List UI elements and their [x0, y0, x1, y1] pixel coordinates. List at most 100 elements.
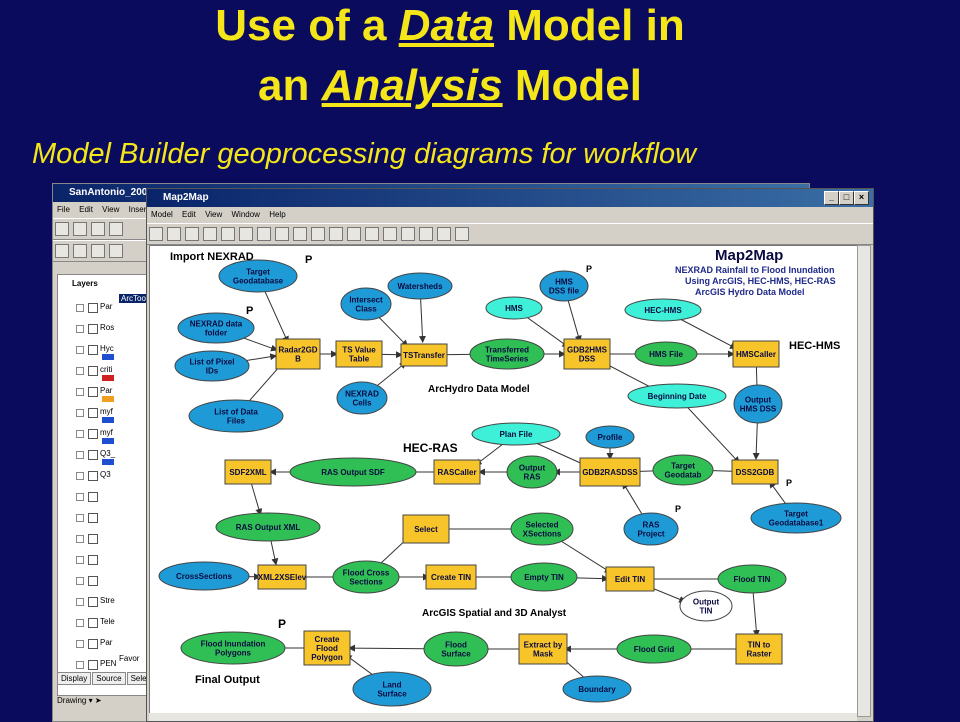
open-icon[interactable] — [73, 222, 87, 236]
toc-layer-item[interactable] — [58, 571, 146, 592]
overview-icon[interactable] — [401, 227, 415, 241]
node-hmscaller[interactable]: HMSCaller — [732, 340, 780, 368]
drawing-menu[interactable]: Drawing — [57, 696, 87, 705]
vertical-scrollbar[interactable] — [857, 245, 871, 717]
layer-checkbox[interactable] — [88, 617, 98, 628]
node-crosssections[interactable]: CrossSections — [158, 561, 250, 591]
menu-window[interactable]: Window — [231, 210, 260, 219]
toc-layer-item[interactable]: Stre — [58, 592, 146, 613]
menu-help[interactable]: Help — [269, 210, 286, 219]
fixed-zoom-icon[interactable] — [91, 244, 105, 258]
close-button[interactable]: × — [854, 191, 869, 205]
toc-layer-item[interactable]: Ros — [58, 319, 146, 340]
node-flood-grid[interactable]: Flood Grid — [616, 634, 692, 664]
layer-checkbox[interactable] — [88, 638, 98, 649]
layer-checkbox[interactable] — [88, 575, 98, 586]
expand-icon[interactable] — [76, 492, 84, 501]
maximize-button[interactable]: □ — [839, 191, 854, 205]
toc-layer-item[interactable]: criti — [58, 361, 146, 382]
layer-checkbox[interactable] — [88, 323, 98, 334]
toc-layer-item[interactable] — [58, 529, 146, 550]
select-arrow-icon[interactable]: ➤ — [94, 696, 102, 705]
layer-checkbox[interactable] — [88, 344, 98, 355]
horizontal-scrollbar[interactable] — [149, 713, 857, 721]
expand-icon[interactable] — [76, 660, 84, 669]
expand-icon[interactable] — [76, 450, 84, 459]
expand-icon[interactable] — [76, 429, 84, 438]
node-ras-output-xml[interactable]: RAS Output XML — [215, 512, 321, 542]
node-tstransfer[interactable]: TSTransfer — [400, 343, 448, 367]
menu-edit[interactable]: Edit — [79, 205, 93, 214]
expand-icon[interactable] — [76, 303, 84, 312]
node-sdf2xml[interactable]: SDF2XML — [224, 459, 272, 485]
save-icon[interactable] — [91, 222, 105, 236]
node-create-tin[interactable]: Create TIN — [425, 564, 477, 590]
node-boundary[interactable]: Boundary — [562, 675, 632, 703]
zoom-in-icon[interactable] — [347, 227, 361, 241]
expand-icon[interactable] — [76, 345, 84, 354]
toc-layer-item[interactable] — [58, 508, 146, 529]
node-hms-file[interactable]: HMS File — [634, 341, 698, 367]
layer-checkbox[interactable] — [88, 449, 98, 460]
expand-icon[interactable] — [76, 639, 84, 648]
menu-view[interactable]: View — [102, 205, 120, 214]
pan-icon[interactable] — [365, 227, 379, 241]
toc-layer-item[interactable]: myf — [58, 403, 146, 424]
toc-layer-item[interactable]: Q3_ — [58, 445, 146, 466]
tab-display[interactable]: Display — [57, 672, 92, 685]
node-watersheds[interactable]: Watersheds — [387, 272, 453, 300]
paste-icon[interactable] — [221, 227, 235, 241]
layer-checkbox[interactable] — [88, 470, 98, 481]
cut-icon[interactable] — [185, 227, 199, 241]
expand-icon[interactable] — [76, 471, 84, 480]
toc-layer-item[interactable]: Hyc — [58, 340, 146, 361]
node-rascaller[interactable]: RASCaller — [433, 459, 481, 485]
new-icon[interactable] — [55, 222, 69, 236]
grid-icon[interactable] — [293, 227, 307, 241]
print-icon[interactable] — [109, 222, 123, 236]
node-xml2xselev[interactable]: XML2XSElev — [257, 564, 307, 590]
toc-layer-item[interactable]: Q3 — [58, 466, 146, 487]
favorites-tab[interactable]: Favor — [119, 654, 140, 663]
expand-icon[interactable] — [76, 597, 84, 606]
expand-icon[interactable] — [76, 618, 84, 627]
node-ras-output-sdf[interactable]: RAS Output SDF — [289, 457, 417, 487]
layer-checkbox[interactable] — [88, 596, 98, 607]
node-beginning-date[interactable]: Beginning Date — [627, 383, 727, 409]
expand-icon[interactable] — [76, 555, 84, 564]
save-icon[interactable] — [149, 227, 163, 241]
add-tool-icon[interactable] — [275, 227, 289, 241]
toc-layer-item[interactable]: Par — [58, 634, 146, 655]
connect-icon[interactable] — [437, 227, 451, 241]
node-gdb2rasdss[interactable]: GDB2RASDSS — [579, 457, 641, 487]
expand-icon[interactable] — [76, 366, 84, 375]
toc-layer-item[interactable] — [58, 550, 146, 571]
node-flood-tin[interactable]: Flood TIN — [717, 564, 787, 594]
toc-layer-item[interactable]: myf — [58, 424, 146, 445]
layer-checkbox[interactable] — [88, 512, 98, 523]
expand-icon[interactable] — [76, 387, 84, 396]
tab-selection[interactable]: Sele — [126, 672, 151, 685]
expand-icon[interactable] — [76, 513, 84, 522]
toc-layer-item[interactable]: PEN — [58, 655, 146, 676]
node-edit-tin[interactable]: Edit TIN — [605, 566, 655, 592]
tab-source[interactable]: Source — [92, 672, 126, 685]
menu-edit[interactable]: Edit — [182, 210, 196, 219]
